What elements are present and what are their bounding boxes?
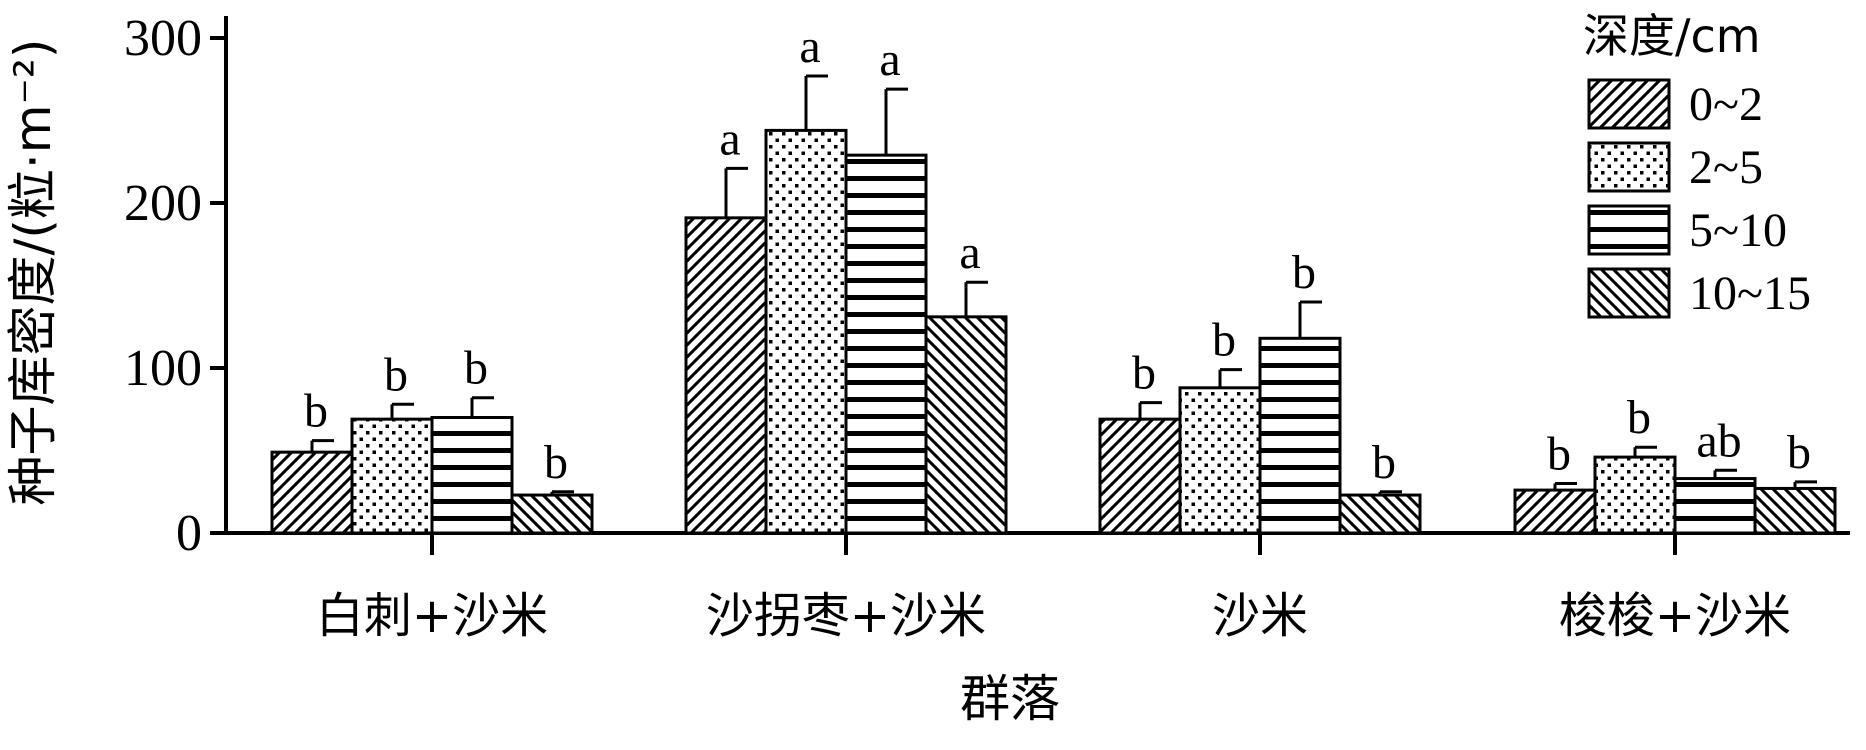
x-category-label: 白刺+沙米: [316, 588, 548, 644]
bar: [1513, 488, 1597, 535]
y-tick-label: 300: [124, 10, 202, 67]
significance-label: a: [799, 20, 820, 73]
bar: [430, 416, 514, 535]
x-axis-title: 群落: [960, 670, 1060, 728]
legend: 深度/cm 0~2 2~5 5~10 10~15: [1583, 9, 1811, 320]
x-category-label: 梭梭+沙米: [1559, 588, 1791, 644]
bar: [510, 493, 594, 535]
y-tick-label: 200: [124, 175, 202, 232]
significance-label: a: [879, 33, 900, 86]
legend-swatch: [1587, 267, 1671, 319]
legend-label: 0~2: [1689, 78, 1763, 131]
legend-title: 深度/cm: [1583, 9, 1761, 63]
significance-label: b: [1212, 314, 1236, 367]
significance-label: b: [304, 385, 328, 438]
bar: [1098, 417, 1182, 535]
bar: [350, 417, 434, 535]
y-tick-label: 100: [124, 340, 202, 397]
significance-label: ab: [1696, 414, 1741, 467]
y-axis-title-group: 种子库密度/(粒·m⁻²): [4, 39, 62, 506]
bar: [1338, 493, 1422, 535]
legend-label: 10~15: [1689, 267, 1811, 320]
bar: [1753, 486, 1837, 535]
significance-label: b: [464, 342, 488, 395]
bar: [1673, 477, 1757, 535]
y-axis-title: 种子库密度/(粒·m⁻²): [4, 39, 62, 506]
bar: [270, 450, 354, 535]
y-tick-label: 0: [176, 505, 202, 562]
significance-label: b: [1292, 246, 1316, 299]
significance-label: a: [959, 226, 980, 279]
bars: [270, 74, 1837, 535]
bar: [924, 315, 1008, 535]
significance-label: b: [1372, 436, 1396, 489]
legend-swatch: [1587, 78, 1671, 130]
significance-label: b: [384, 348, 408, 401]
legend-swatch: [1587, 204, 1671, 256]
significance-label: b: [544, 436, 568, 489]
x-category-label: 沙拐枣+沙米: [706, 588, 986, 644]
bar: [1593, 455, 1677, 535]
legend-label: 2~5: [1689, 141, 1763, 194]
bar: [1258, 336, 1342, 535]
significance-label: b: [1132, 347, 1156, 400]
x-category-label: 沙米: [1212, 588, 1308, 644]
significance-label: a: [719, 112, 740, 165]
labels: 0100200300白刺+沙米沙拐枣+沙米沙米梭梭+沙米babbbabbbaba…: [124, 10, 1811, 644]
bar: [684, 216, 768, 535]
significance-label: b: [1547, 428, 1571, 481]
legend-swatch: [1587, 141, 1671, 193]
bar: [1178, 386, 1262, 535]
legend-label: 5~10: [1689, 204, 1787, 257]
bar: [764, 128, 848, 535]
bar: [844, 153, 928, 535]
significance-label: b: [1627, 391, 1651, 444]
significance-label: b: [1787, 426, 1811, 479]
